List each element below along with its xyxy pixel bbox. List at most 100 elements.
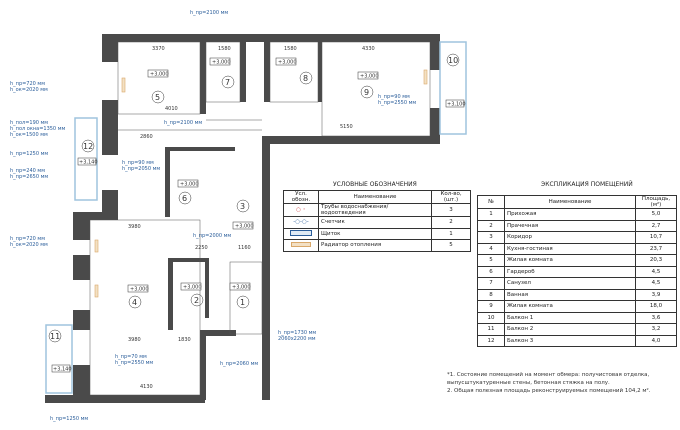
cell-num: 8 bbox=[477, 288, 505, 301]
cell-name: Кухня-гостиная bbox=[504, 242, 636, 255]
legend-header-row: Усл. обозн. Наименование Кол-во, (шт.) bbox=[283, 190, 471, 204]
svg-text:h_пр=720 ммh_ок=2020 мм: h_пр=720 ммh_ок=2020 мм bbox=[10, 81, 48, 93]
panel-icon bbox=[283, 227, 319, 240]
svg-text:+3,140: +3,140 bbox=[53, 367, 72, 373]
cell-name: Жилая комната bbox=[504, 254, 636, 267]
walls bbox=[45, 34, 440, 403]
svg-text:1580: 1580 bbox=[218, 46, 231, 52]
cell-num: 7 bbox=[477, 277, 505, 290]
svg-text:3980: 3980 bbox=[128, 224, 141, 230]
cell-num: 11 bbox=[477, 323, 505, 336]
cell-num: 12 bbox=[477, 334, 505, 347]
cell-name: Прихожая bbox=[504, 208, 636, 221]
svg-text:1160: 1160 bbox=[238, 245, 251, 251]
room-4: +3,000 4 bbox=[127, 284, 149, 309]
explication-header-row: № Наименование Площадь, (м²) bbox=[477, 195, 677, 209]
svg-text:+3,000: +3,000 bbox=[278, 60, 297, 66]
svg-text:10: 10 bbox=[448, 56, 458, 65]
cell-area: 4,0 bbox=[635, 334, 677, 347]
svg-text:4130: 4130 bbox=[140, 384, 153, 390]
svg-text:4: 4 bbox=[132, 298, 137, 307]
svg-text:h_пр=2100 мм: h_пр=2100 мм bbox=[164, 120, 202, 126]
cell-name: Гардероб bbox=[504, 265, 636, 278]
svg-text:3: 3 bbox=[240, 202, 245, 211]
svg-text:h_пр=70 ммh_пр=2550 мм: h_пр=70 ммh_пр=2550 мм bbox=[115, 354, 153, 366]
cell-area: 2,7 bbox=[635, 219, 677, 232]
svg-text:3980: 3980 bbox=[128, 337, 141, 343]
cell-num: 5 bbox=[477, 254, 505, 267]
cell-name: Балкон 3 bbox=[504, 334, 636, 347]
cell-num: 9 bbox=[477, 300, 505, 313]
cell-area: 5,0 bbox=[635, 208, 677, 221]
cell-area: 3,6 bbox=[635, 311, 677, 324]
cell-num: 4 bbox=[477, 242, 505, 255]
cell-name: Балкон 2 bbox=[504, 323, 636, 336]
header-name: Наименование bbox=[318, 190, 432, 204]
notes: *1. Состояние помещений на момент обмера… bbox=[447, 371, 677, 395]
cell-name: Прачечная bbox=[504, 219, 636, 232]
cell-area: 23,7 bbox=[635, 242, 677, 255]
header-area: Площадь, (м²) bbox=[635, 195, 677, 209]
svg-text:+3,000: +3,000 bbox=[232, 285, 251, 291]
legend-name: Щиток bbox=[318, 227, 432, 240]
room-12: +3,140 12 bbox=[77, 139, 98, 166]
svg-text:h_пр=2060 мм: h_пр=2060 мм bbox=[220, 361, 258, 367]
svg-text:h_пр=2000 мм: h_пр=2000 мм bbox=[193, 233, 231, 239]
header-qty: Кол-во, (шт.) bbox=[431, 190, 471, 204]
legend-qty: 3 bbox=[431, 203, 471, 217]
cell-area: 20,3 bbox=[635, 254, 677, 267]
svg-text:9: 9 bbox=[364, 88, 369, 97]
svg-text:h_пр=1250 мм: h_пр=1250 мм bbox=[10, 151, 48, 157]
svg-text:+3,000: +3,000 bbox=[150, 72, 169, 78]
svg-text:h_пр=240 ммh_пр=2650 мм: h_пр=240 ммh_пр=2650 мм bbox=[10, 168, 48, 180]
legend-qty: 1 bbox=[431, 227, 471, 240]
cell-name: Коридор bbox=[504, 231, 636, 244]
cell-num: 3 bbox=[477, 231, 505, 244]
radiators bbox=[94, 69, 428, 298]
legend-name: Радиатор отопления bbox=[318, 239, 432, 252]
header-room-name: Наименование bbox=[504, 195, 636, 209]
svg-text:h_пр=90 ммh_пр=2550 мм: h_пр=90 ммh_пр=2550 мм bbox=[378, 94, 416, 106]
legend-qty: 5 bbox=[431, 239, 471, 252]
svg-text:1: 1 bbox=[240, 298, 245, 307]
cell-area: 4,5 bbox=[635, 265, 677, 278]
cell-name: Ванная bbox=[504, 288, 636, 301]
svg-text:12: 12 bbox=[83, 142, 93, 151]
header-number: № bbox=[477, 195, 505, 209]
cell-name: Жилая комната bbox=[504, 300, 636, 313]
legend-table: Усл. обозн. Наименование Кол-во, (шт.) ○… bbox=[283, 190, 471, 252]
svg-text:+3,140: +3,140 bbox=[79, 160, 98, 166]
svg-text:h_пр=90 ммh_пр=2050 мм: h_пр=90 ммh_пр=2050 мм bbox=[122, 160, 160, 172]
svg-text:h_пр=720 ммh_ок=2020 мм: h_пр=720 ммh_ок=2020 мм bbox=[10, 236, 48, 248]
cell-num: 10 bbox=[477, 311, 505, 324]
svg-text:4010: 4010 bbox=[165, 106, 178, 112]
svg-text:7: 7 bbox=[225, 78, 230, 87]
svg-text:h_пол=190 ммh_пол окна=1350 мм: h_пол=190 ммh_пол окна=1350 ммh_ок=1500 … bbox=[10, 120, 65, 138]
svg-text:h_пр=2100 мм: h_пр=2100 мм bbox=[190, 10, 228, 16]
cell-num: 6 bbox=[477, 265, 505, 278]
svg-text:+3,000: +3,000 bbox=[130, 287, 149, 293]
meter-icon: -○-○- bbox=[283, 216, 319, 229]
